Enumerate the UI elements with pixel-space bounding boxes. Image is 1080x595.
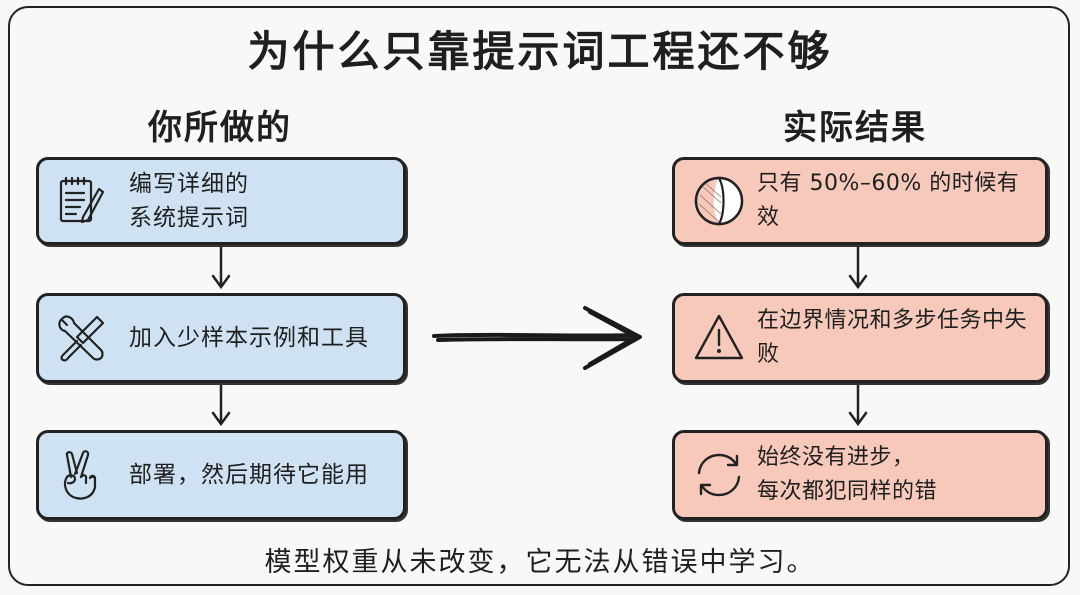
- left-arrow-2: [211, 383, 231, 427]
- diagram-title: 为什么只靠提示词工程还不够: [247, 27, 833, 76]
- left-step-3: 部署，然后期待它能用: [36, 430, 406, 520]
- notepad-pencil-icon: [59, 176, 105, 224]
- right-step-2: 在边界情况和多步任务中失败: [672, 293, 1048, 383]
- right-step-3: 始终没有进步， 每次都犯同样的错: [672, 430, 1048, 520]
- left-step-3-label: 部署，然后期待它能用: [129, 462, 369, 488]
- left-step-2: 加入少样本示例和工具: [36, 293, 406, 383]
- left-step-1-label: 编写详细的 系统提示词: [129, 171, 249, 231]
- right-arrow-2: [848, 383, 868, 427]
- pie-chart-icon: [694, 176, 744, 226]
- right-step-1-label: 只有 50%–60% 的时候有效: [757, 171, 1020, 230]
- left-arrow-1: [211, 245, 231, 290]
- crossed-fingers-icon: [63, 450, 97, 500]
- left-step-2-label: 加入少样本示例和工具: [129, 325, 369, 351]
- right-step-3-label: 始终没有进步， 每次都犯同样的错: [757, 445, 938, 504]
- footer-caption: 模型权重从未改变，它无法从错误中学习。: [264, 547, 816, 578]
- right-column-heading: 实际结果: [783, 108, 927, 148]
- warning-icon: [694, 314, 744, 360]
- left-step-1: 编写详细的 系统提示词: [36, 157, 406, 245]
- wrench-screwdriver-icon: [58, 315, 105, 362]
- left-column-heading: 你所做的: [148, 108, 292, 148]
- main-arrow: [432, 306, 642, 370]
- right-step-2-label: 在边界情况和多步任务中失败: [757, 308, 1028, 367]
- refresh-cycle-icon: [697, 453, 741, 497]
- right-arrow-1: [848, 245, 868, 290]
- right-step-1: 只有 50%–60% 的时候有效: [672, 157, 1048, 245]
